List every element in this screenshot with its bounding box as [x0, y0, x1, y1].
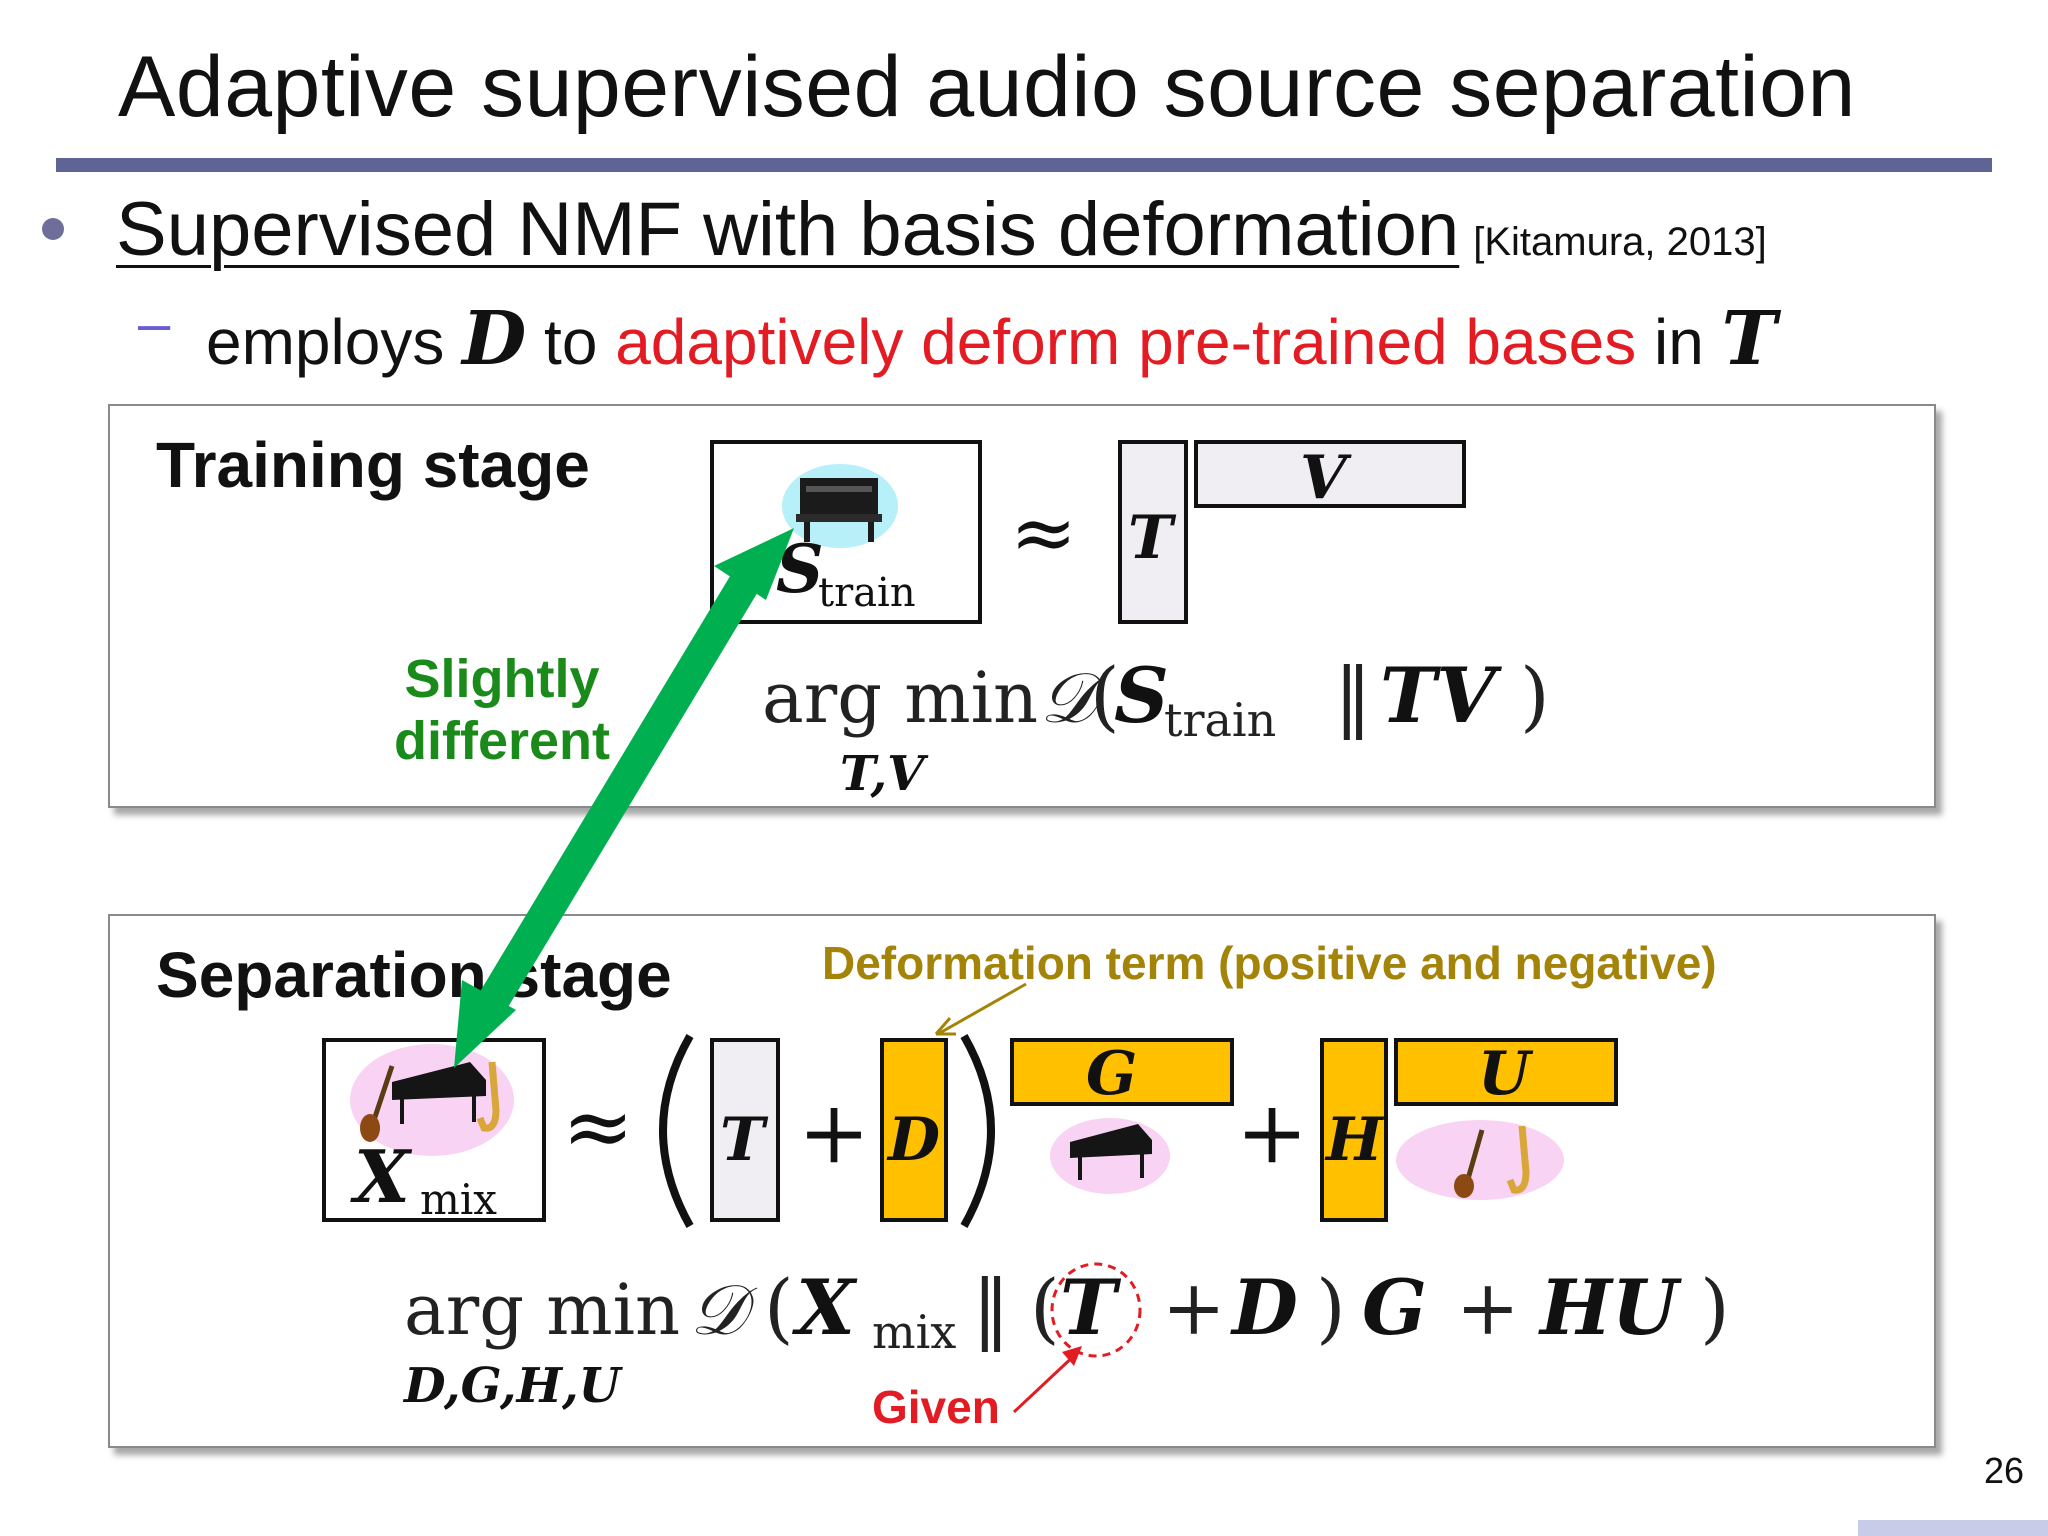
- x-mix-matrix: X mix: [322, 1038, 546, 1224]
- plus-symbol-2: +: [1236, 1083, 1308, 1183]
- separation-formula-t: T: [1060, 1263, 1122, 1352]
- sub-bullet-highlight: adaptively deform pre-trained bases: [615, 306, 1637, 378]
- separation-formula: arg min D,G,H,U 𝒟 ( X mix ‖ ( T + D ) G …: [402, 1263, 1730, 1414]
- training-formula-bars: ‖: [1334, 651, 1372, 740]
- s-train-subscript: train: [818, 570, 916, 616]
- slightly-different-arrow: [454, 528, 794, 1068]
- saxophone-activation-icon: [1506, 1125, 1530, 1194]
- separation-inner-close: ): [1316, 1263, 1346, 1352]
- separation-inner-open: (: [1030, 1263, 1060, 1352]
- title-rule: [56, 158, 1992, 172]
- training-stage-label: Training stage: [156, 429, 590, 501]
- grand-piano-icon: [392, 1062, 486, 1124]
- slide-title: Adaptive supervised audio source separat…: [118, 39, 1856, 135]
- given-label: Given: [872, 1381, 1000, 1433]
- u-symbol: U: [1478, 1039, 1534, 1109]
- bullet-main: Supervised NMF with basis deformation [Ki…: [116, 186, 1767, 273]
- s-train-matrix: S train: [710, 440, 982, 624]
- separation-formula-plus1: +: [1162, 1263, 1226, 1352]
- sub-bullet: employs D to adaptively deform pre-train…: [206, 296, 1777, 382]
- training-argmin-under: T,V: [840, 746, 929, 802]
- t-symbol-separation: T: [720, 1105, 769, 1175]
- separation-stage-label: Separation stage: [156, 939, 672, 1011]
- deformation-pointer-head-icon: [934, 1017, 956, 1036]
- footer-accent-bar: [1858, 1520, 2048, 1536]
- training-panel: [108, 404, 1936, 808]
- bullet-main-text: Supervised NMF with basis deformation: [116, 187, 1460, 272]
- d-matrix: D: [880, 1038, 948, 1222]
- t-symbol-training: T: [1128, 503, 1177, 573]
- symbol-t: T: [1721, 296, 1777, 382]
- guitar-icon: [360, 1065, 395, 1142]
- separation-argmin-under: D,G,H,U: [402, 1358, 624, 1414]
- training-open-paren: (: [1090, 651, 1120, 740]
- separation-argmin: arg min: [404, 1269, 680, 1351]
- sub-bullet-prefix: employs: [206, 306, 445, 378]
- saxophone-icon: [476, 1061, 500, 1132]
- training-formula: arg min T,V 𝒟 ( S train ‖ TV ): [762, 651, 1550, 802]
- slightly-different-label: Slightly different: [368, 648, 636, 772]
- deformation-term-label: Deformation term (positive and negative): [822, 937, 1717, 989]
- v-matrix-training: V: [1194, 440, 1466, 513]
- symbol-d: D: [462, 296, 527, 382]
- sub-bullet-middle: to: [544, 306, 598, 378]
- x-mix-subscript: mix: [420, 1175, 497, 1224]
- separation-formula-x: X: [792, 1263, 858, 1352]
- given-arrow-head-icon: [1062, 1346, 1082, 1366]
- slightly-text: Slightly: [404, 649, 600, 709]
- separation-divergence: 𝒟: [690, 1269, 758, 1351]
- different-text: different: [394, 711, 610, 771]
- bullet-dot-icon: [42, 218, 64, 240]
- t-matrix-separation: T: [710, 1038, 780, 1222]
- citation: [Kitamura, 2013]: [1473, 220, 1767, 264]
- training-formula-s: S: [1114, 651, 1169, 740]
- g-matrix: G: [1010, 1038, 1234, 1109]
- t-matrix-training: T: [1118, 440, 1188, 624]
- big-open-paren: [659, 1034, 694, 1228]
- upright-piano-icon: [796, 478, 882, 542]
- approx-symbol-training: ≈: [1010, 486, 1077, 579]
- separation-formula-d: D: [1230, 1263, 1298, 1352]
- page-number: 26: [1983, 1450, 2024, 1491]
- d-symbol-separation: D: [886, 1105, 940, 1175]
- guitar-activation-icon: [1454, 1129, 1485, 1198]
- deformation-pointer: [937, 982, 1027, 1036]
- training-argmin: arg min: [762, 657, 1038, 739]
- green-arrow-head-top-icon: [714, 528, 794, 600]
- training-formula-tv: TV: [1380, 651, 1503, 740]
- sub-bullet-dash-icon: –: [138, 291, 171, 356]
- grand-piano-activation-icon: [1070, 1124, 1152, 1180]
- h-matrix: H: [1320, 1038, 1388, 1222]
- training-close-paren: ): [1520, 651, 1550, 740]
- plus-symbol-1: +: [798, 1083, 870, 1183]
- approx-symbol-separation: ≈: [562, 1077, 634, 1177]
- given-dashed-circle: [1050, 1262, 1142, 1358]
- separation-close-paren: ): [1700, 1263, 1730, 1352]
- g-symbol: G: [1086, 1039, 1137, 1109]
- v-symbol-training: V: [1300, 443, 1352, 513]
- u-matrix: U: [1394, 1038, 1618, 1109]
- h-symbol: H: [1324, 1105, 1385, 1175]
- green-arrow-head-bottom-icon: [454, 980, 516, 1068]
- sub-bullet-suffix: in: [1653, 306, 1704, 378]
- training-formula-sub: train: [1164, 693, 1276, 747]
- separation-formula-g: G: [1362, 1263, 1427, 1352]
- separation-formula-bars: ‖: [972, 1263, 1010, 1352]
- separation-formula-plus2: +: [1456, 1263, 1520, 1352]
- big-close-paren: [960, 1034, 995, 1228]
- given-arrow: [1012, 1350, 1080, 1414]
- separation-open-paren: (: [764, 1263, 794, 1352]
- separation-formula-sub: mix: [872, 1305, 956, 1359]
- x-mix-symbol: X: [350, 1134, 413, 1219]
- separation-formula-hu: HU: [1538, 1263, 1683, 1352]
